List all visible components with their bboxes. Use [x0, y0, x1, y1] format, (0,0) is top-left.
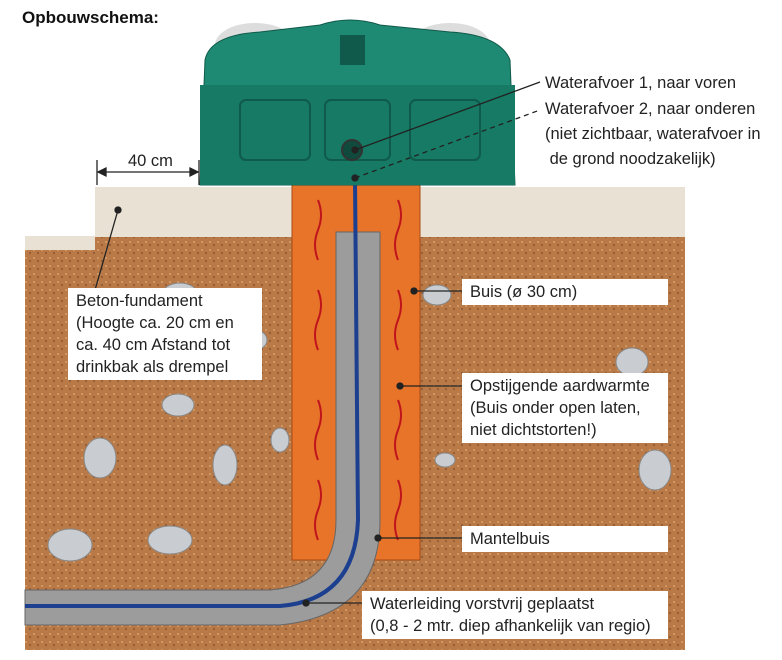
label-waterafvoer-2-note-2: de grond noodzakelijk) [545, 150, 716, 168]
label-mantelbuis: Mantelbuis [462, 526, 668, 552]
label-waterafvoer-2: Waterafvoer 2, naar onderen [545, 100, 756, 118]
warmte-line-2: (Buis onder open laten, [470, 399, 641, 417]
mantle-tube [24, 231, 381, 626]
beton-line-2: (Hoogte ca. 20 cm en [76, 314, 234, 332]
leiding-line-1: Waterleiding vorstvrij geplaatst [370, 595, 595, 613]
dimension-label: 40 cm [128, 152, 173, 170]
label-buis: Buis (ø 30 cm) [462, 279, 668, 305]
warmte-line-3: niet dichtstorten!) [470, 421, 597, 439]
beton-line-4: drinkbak als drempel [76, 358, 229, 376]
warmte-line-1: Opstijgende aardwarmte [470, 377, 650, 395]
beton-line-1: Beton-fundament [76, 292, 203, 310]
leiding-line-2: (0,8 - 2 mtr. diep afhankelijk van regio… [370, 617, 651, 635]
beton-line-3: ca. 40 cm Afstand tot [76, 336, 231, 354]
heat-arrows [314, 199, 402, 541]
label-waterafvoer-1: Waterafvoer 1, naar voren [545, 74, 737, 92]
label-waterafvoer-2-note: (niet zichtbaar, waterafvoer in [545, 125, 761, 143]
label-waterleiding: Waterleiding vorstvrij geplaatst (0,8 - … [362, 591, 668, 639]
label-aardwarmte: Opstijgende aardwarmte (Buis onder open … [462, 373, 668, 443]
drinking-trough [199, 19, 516, 186]
label-beton-fundament: Beton-fundament (Hoogte ca. 20 cm en ca.… [68, 288, 262, 380]
diagram-title: Opbouwschema: [22, 8, 159, 27]
water-pipe [25, 179, 361, 608]
